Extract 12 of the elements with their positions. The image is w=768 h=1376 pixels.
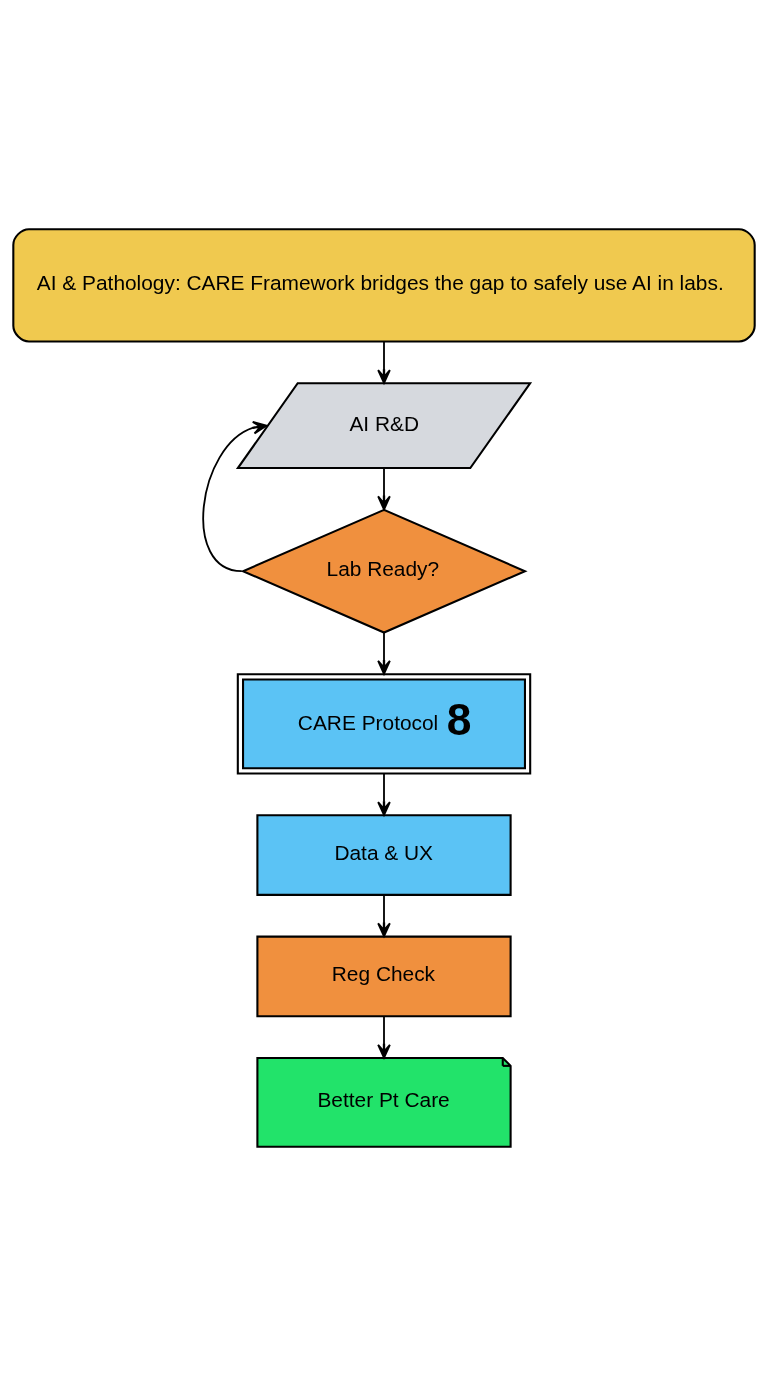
node-box: AI & Pathology: CARE Framework bridges the gap to safely use AI in labs. xyxy=(12,228,756,343)
arrow xyxy=(202,420,268,573)
node-box: Data & UX xyxy=(256,814,512,896)
arrow xyxy=(377,340,391,385)
arrow xyxy=(377,772,391,816)
arrow xyxy=(377,631,391,675)
node-diamond: Lab Ready? xyxy=(240,508,528,634)
node-box: Reg Check xyxy=(256,935,512,1018)
arrow xyxy=(377,467,391,511)
node-box: CARE Protocol 8 xyxy=(236,673,532,775)
arrow xyxy=(377,1015,391,1059)
arrow xyxy=(377,894,391,938)
